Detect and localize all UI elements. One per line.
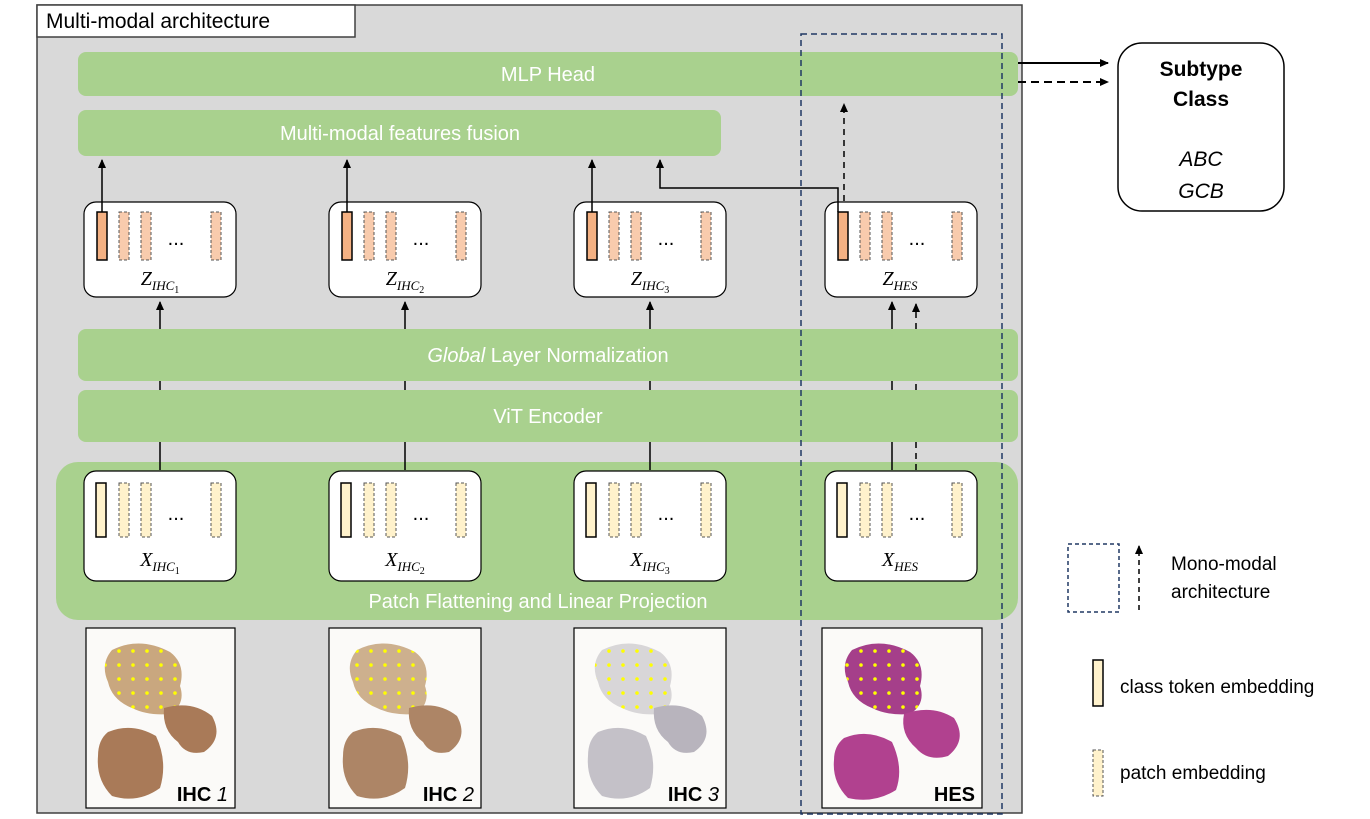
- z-label-ihc3: ZIHC3: [631, 268, 670, 296]
- x-box-hes: ... XHES: [824, 470, 978, 582]
- layer-norm-block: [78, 329, 1018, 381]
- z-box-ihc2: ... ZIHC2: [328, 201, 482, 298]
- norm-output-arrows: [156, 301, 896, 329]
- slide-label-ihc3: IHC 3: [668, 784, 719, 806]
- x-label-ihc1: XIHC1: [139, 549, 180, 577]
- x-box-ihc3: ... XIHC3: [573, 470, 727, 582]
- mlp-head-block: [78, 52, 1018, 96]
- mlp-head-label: MLP Head: [501, 64, 595, 86]
- z-box-ihc1: ... ZIHC1: [83, 201, 237, 298]
- output-title-line2: Class: [1173, 88, 1229, 111]
- ellipsis: ...: [413, 503, 430, 525]
- mono-modal-region: [800, 33, 1003, 815]
- encoder-input-lines: [159, 381, 893, 470]
- output-class-gcb: GCB: [1178, 180, 1224, 203]
- z-label-ihc1: ZIHC1: [141, 268, 180, 296]
- z-label-hes: ZHES: [883, 268, 918, 293]
- title-box: [36, 4, 356, 38]
- ellipsis: ...: [658, 228, 675, 250]
- legend-class-token-swatch: [1092, 659, 1104, 707]
- legend-patch-swatch: [1092, 749, 1104, 797]
- patch-projection-block: [56, 462, 1018, 620]
- x-label-ihc2: XIHC2: [384, 549, 425, 577]
- legend-class-token-label: class token embedding: [1120, 677, 1314, 698]
- class-token-arrows: [98, 159, 839, 212]
- patch-projection-label: Patch Flattening and Linear Projection: [368, 591, 707, 613]
- diagram-title: Multi-modal architecture: [46, 10, 270, 33]
- ellipsis: ...: [658, 503, 675, 525]
- x-label-hes: XHES: [881, 549, 919, 574]
- ellipsis: ...: [413, 228, 430, 250]
- slide-label-ihc2: IHC 2: [423, 784, 474, 806]
- slide-ihc1: IHC 1: [85, 627, 236, 809]
- fusion-label: Multi-modal features fusion: [280, 123, 520, 145]
- output-title-line1: Subtype: [1160, 58, 1243, 81]
- z-label-ihc2: ZIHC2: [386, 268, 425, 296]
- ellipsis: ...: [909, 228, 926, 250]
- legend-mono-line2: architecture: [1171, 582, 1270, 603]
- output-class-box: [1117, 42, 1285, 212]
- z-box-hes: ... ZHES: [824, 201, 978, 298]
- x-label-ihc3: XIHC3: [629, 549, 670, 577]
- slide-ihc3: IHC 3: [573, 627, 727, 809]
- legend-mono-line1: Mono-modal: [1171, 554, 1277, 575]
- ellipsis: ...: [168, 503, 185, 525]
- mono-modal-dashed-path: [840, 103, 920, 470]
- output-class-abc: ABC: [1177, 148, 1223, 171]
- legend-patch-label: patch embedding: [1120, 763, 1266, 784]
- legend: Mono-modal architecture class token embe…: [1067, 543, 1314, 797]
- fusion-block: [78, 110, 721, 156]
- ellipsis: ...: [909, 503, 926, 525]
- vit-encoder-label: ViT Encoder: [493, 406, 603, 428]
- slide-label-hes: HES: [934, 784, 975, 806]
- slide-ihc2: IHC 2: [328, 627, 482, 809]
- slide-hes: HES: [821, 627, 983, 809]
- x-box-ihc2: ... XIHC2: [328, 470, 482, 582]
- z-box-ihc3: ... ZIHC3: [573, 201, 727, 298]
- slide-label-ihc1: IHC 1: [177, 784, 228, 806]
- vit-encoder-block: [78, 390, 1018, 442]
- layer-norm-label: Global Layer Normalization: [427, 345, 668, 367]
- legend-mono-box: [1067, 543, 1120, 613]
- ellipsis: ...: [168, 228, 185, 250]
- x-box-ihc1: ... XIHC1: [83, 470, 237, 582]
